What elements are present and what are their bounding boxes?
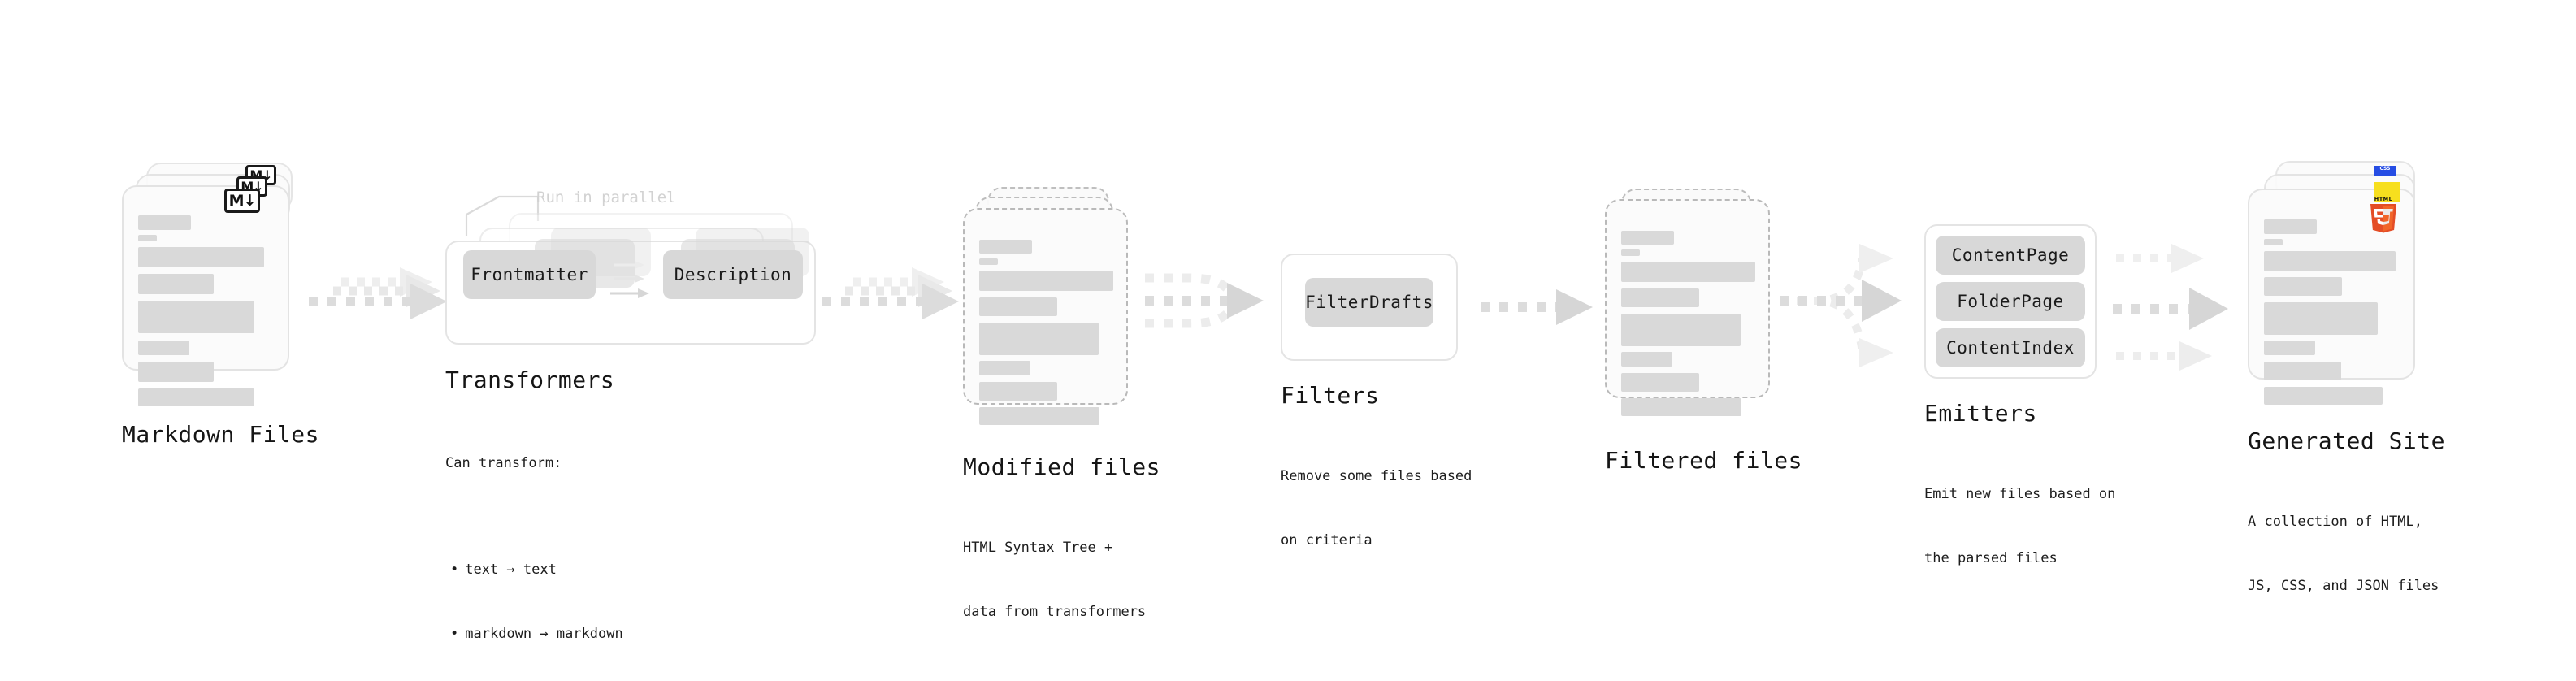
transformer-pill-frontmatter[interactable]: Frontmatter [463, 250, 596, 299]
arrow-layer-front [309, 284, 447, 319]
skeleton-line [138, 215, 191, 230]
js-badge [2374, 182, 2400, 202]
subtitle-line: the parsed files [1924, 549, 2058, 566]
skeleton-line [979, 382, 1057, 401]
stage-title-filters: Filters [1281, 382, 1380, 409]
run-in-parallel-bracket [465, 195, 540, 236]
skeleton-line [2264, 302, 2378, 335]
html5-badge: HTML [2367, 195, 2400, 233]
skeleton-line [2264, 219, 2317, 234]
skeleton-line [138, 388, 254, 406]
skeleton-line [138, 247, 264, 267]
skeleton-line [1621, 352, 1672, 367]
stage-title-generated-site: Generated Site [2248, 427, 2446, 454]
subtitle-line: A collection of HTML, [2248, 513, 2422, 530]
arrow-layer-front [822, 284, 959, 319]
css-badge-label: CSS [2379, 166, 2391, 171]
subtitle-line: JS, CSS, and JSON files [2248, 577, 2439, 594]
stage-subtitle-transformers: Can transform: text → text markdown → ma… [445, 410, 623, 681]
skeleton-line [2264, 277, 2342, 296]
svg-text:HTML: HTML [2374, 196, 2392, 202]
stage-subtitle-emitters: Emit new files based on the parsed files [1924, 440, 2115, 612]
stage-title-modified-files: Modified files [963, 453, 1161, 480]
connector-filtered-to-emitters [1778, 229, 1924, 375]
markdown-badge: M↓ [224, 189, 260, 213]
connector-modified-to-filters [1142, 262, 1280, 343]
filtered-file-stack [1605, 189, 1776, 416]
generated-site-file-stack: CSS HTML [2248, 161, 2435, 405]
skeleton-line [138, 235, 157, 241]
skeleton-line [979, 407, 1099, 425]
subtitle-line: data from transformers [963, 603, 1147, 620]
skeleton-line [1621, 398, 1741, 416]
skeleton-line [138, 274, 214, 294]
skeleton-line [979, 240, 1032, 254]
arrow-head-top [1859, 244, 1893, 273]
transformer-inner-arrows [610, 261, 649, 298]
arrow-head-bottom [1859, 338, 1893, 367]
connector-transformers-to-modified [822, 264, 977, 337]
stage-filtered-files: Filtered files [1605, 189, 1802, 474]
markdown-file-stack: M↓ M↓ M↓ [122, 163, 309, 414]
skeleton-line [979, 361, 1030, 375]
stage-generated-site: CSS HTML [2248, 161, 2445, 594]
transformer-pill-description[interactable]: Description [663, 250, 803, 299]
skeleton-line [2264, 340, 2315, 355]
skeleton-line [138, 301, 254, 333]
skeleton-line [2264, 251, 2396, 271]
skeleton-line [1621, 231, 1674, 245]
emitter-pill-folderpage[interactable]: FolderPage [1936, 282, 2085, 321]
stage-subtitle-modified-files: HTML Syntax Tree + data from transformer… [963, 494, 1146, 666]
subtitle-line: Emit new files based on [1924, 485, 2116, 502]
css-badge: CSS [2374, 166, 2396, 176]
skeleton-line [979, 323, 1099, 355]
skeleton-line [979, 258, 998, 265]
stage-title-emitters: Emitters [1924, 400, 2037, 427]
skeleton-line [138, 362, 214, 382]
transform-item: text → text [445, 559, 623, 580]
subtitle-line: HTML Syntax Tree + [963, 539, 1113, 556]
stage-markdown-files: M↓ M↓ M↓ Markdown Files [122, 163, 319, 448]
skeleton-line [2264, 239, 2283, 245]
skeleton-line [979, 271, 1113, 291]
skeleton-line [138, 340, 189, 355]
arrow-head-middle [1862, 280, 1902, 322]
stage-modified-files: Modified files HTML Syntax Tree + data f… [963, 187, 1160, 620]
connector-emitters-to-site [2113, 231, 2259, 377]
skeleton-line [1621, 249, 1640, 256]
subtitle-line: Remove some files based [1281, 467, 1472, 484]
arrow-top [2116, 244, 2204, 273]
stage-title-filtered-files: Filtered files [1605, 447, 1803, 474]
skeleton-line [2264, 387, 2383, 405]
transform-list: text → text markdown → markdown html → h… [445, 517, 623, 681]
transform-item: markdown → markdown [445, 623, 622, 644]
modified-file-stack [963, 187, 1134, 425]
emitter-pill-contentindex[interactable]: ContentIndex [1936, 328, 2085, 367]
stage-title-markdown-files: Markdown Files [122, 421, 320, 448]
skeleton-line [1621, 314, 1741, 346]
subtitle-line: on criteria [1281, 531, 1373, 549]
skeleton-line [1621, 262, 1755, 282]
connector-md-to-transformers [302, 264, 465, 337]
stage-title-transformers: Transformers [445, 367, 615, 393]
filter-pill-filterdrafts[interactable]: FilterDrafts [1305, 278, 1433, 327]
skeleton-line [1621, 373, 1699, 392]
emitter-pill-contentpage[interactable]: ContentPage [1936, 236, 2085, 275]
arrow-bottom [2116, 341, 2212, 371]
stage-subtitle-filters: Remove some files based on criteria [1281, 423, 1472, 594]
arrow-middle [2113, 288, 2228, 330]
skeleton-line [1621, 288, 1699, 307]
transform-heading: Can transform: [445, 454, 562, 471]
skeleton-line [979, 297, 1057, 316]
skeleton-line [2264, 362, 2341, 380]
annotation-run-in-parallel: Run in parallel [536, 189, 676, 206]
stage-subtitle-generated-site: A collection of HTML, JS, CSS, and JSON … [2248, 468, 2439, 640]
connector-filters-to-filtered [1479, 286, 1601, 335]
